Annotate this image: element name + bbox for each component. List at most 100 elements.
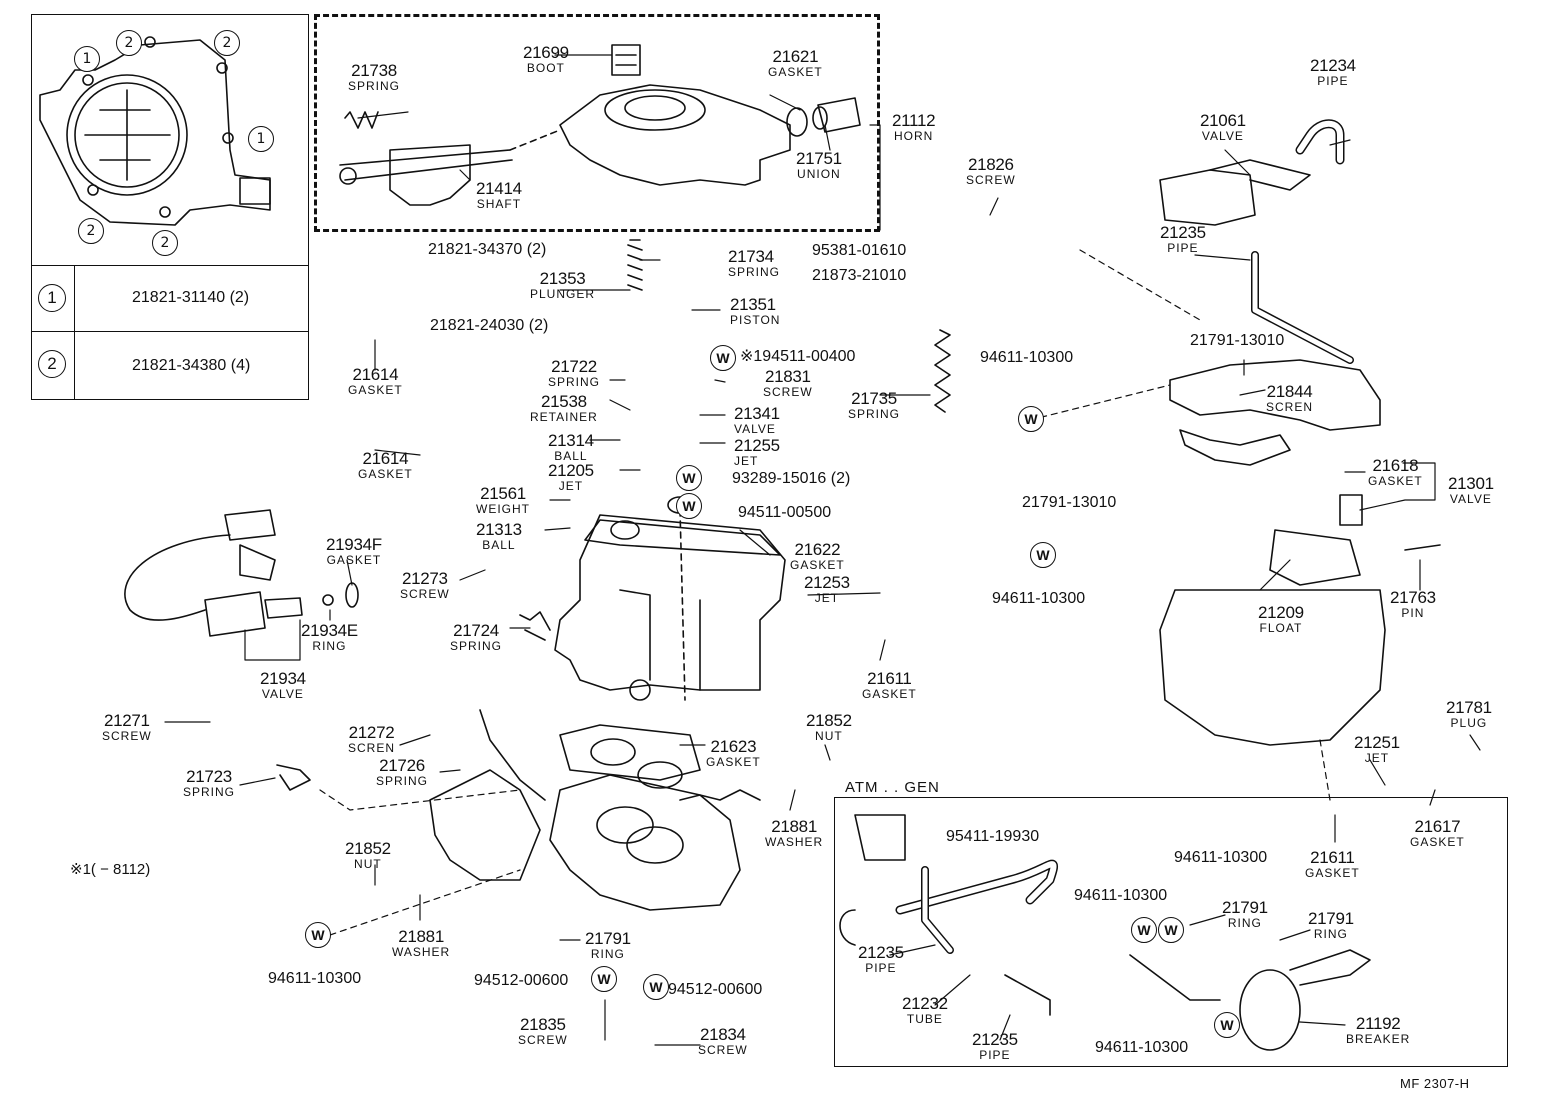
w-marker-94611-d: W: [1131, 917, 1157, 943]
part-number: 21351: [730, 295, 776, 314]
throttle-body-drawing: [429, 709, 741, 911]
part-name: NUT: [815, 729, 843, 743]
part-number: 21724: [453, 621, 499, 640]
part-name: PISTON: [730, 313, 781, 327]
part-number: 21255: [734, 436, 780, 455]
part-number: 21722: [551, 357, 597, 376]
part-number: 21763: [1390, 588, 1436, 607]
part-name: PLUG: [1450, 716, 1488, 730]
part-number: 21538: [541, 392, 587, 411]
part-name: SCREW: [698, 1043, 748, 1057]
part-number: 21061: [1200, 111, 1246, 130]
part-number: 21623: [710, 737, 757, 756]
part-number: 21271: [103, 711, 150, 730]
w-marker-94611-c: W: [305, 922, 331, 948]
part-name: UNION: [797, 167, 841, 181]
part-name: SCREN: [1266, 400, 1314, 414]
flange-key-2b: 2: [214, 30, 240, 56]
part-number: 21561: [480, 484, 526, 503]
part-name: JET: [558, 479, 584, 493]
part-callout-21873-21010: 21873-21010: [812, 267, 907, 284]
part-name: HORN: [893, 129, 934, 143]
legend-row-1-text: 21821-31140 (2): [132, 289, 250, 306]
part-number: 21934E: [301, 621, 358, 640]
w-marker-94511-00500: W: [676, 493, 702, 519]
legend-row-1: 1 21821-31140 (2): [32, 265, 308, 399]
legend-row-2-text: 21821-34380 (4): [132, 357, 251, 374]
part-name: SPRING: [728, 265, 781, 279]
part-name: PIPE: [1317, 74, 1349, 88]
part-name: VALVE: [1201, 129, 1244, 143]
flange-key-1a: 1: [74, 46, 100, 72]
part-name: SPRING: [348, 79, 401, 93]
footnote: ※1( − 8112): [70, 861, 151, 878]
part-callout-94611-10300: 94611-10300: [1074, 887, 1168, 904]
part-number: 21251: [1354, 733, 1400, 752]
part-name: SCREW: [518, 1033, 568, 1047]
part-number: 21844: [1266, 382, 1313, 401]
flange-key-2d: 2: [152, 230, 178, 256]
part-name: SPRING: [450, 639, 503, 653]
part-number: 21232: [902, 994, 948, 1013]
part-number: 21826: [967, 155, 1014, 174]
part-callout-94611-10300: 94611-10300: [1174, 849, 1268, 866]
part-number: 21112: [892, 111, 936, 130]
flange-key-1b: 1: [248, 126, 274, 152]
part-name: PIPE: [865, 961, 897, 975]
part-name: GASKET: [790, 558, 845, 572]
part-name: GASKET: [862, 687, 917, 701]
part-callout-95411-19930: 95411-19930: [946, 828, 1040, 845]
part-callout-21821-343702: 21821-34370 (2): [428, 241, 547, 258]
part-number: 21831: [764, 367, 811, 386]
springs-drawing: [276, 239, 951, 801]
legend-inset-box: 1 21821-31140 (2) 2 21821-34380 (4): [31, 14, 309, 400]
part-name: RING: [590, 947, 625, 961]
part-name: GASKET: [358, 467, 413, 481]
part-number: 21341: [734, 404, 780, 423]
legend-row-2: 2 21821-34380 (4): [32, 331, 308, 398]
part-number: 21414: [476, 179, 522, 198]
w-marker-94611-f: W: [1214, 1012, 1240, 1038]
part-number: 21301: [1448, 474, 1494, 493]
part-number: 21934: [260, 669, 306, 688]
part-name: JET: [734, 454, 759, 468]
part-number: 21235: [858, 943, 904, 962]
part-name: GASKET: [326, 553, 382, 567]
part-number: 21209: [1258, 603, 1304, 622]
part-number: 21738: [351, 61, 397, 80]
flange-key-2c: 2: [78, 218, 104, 244]
flange-drawing: [39, 36, 271, 226]
part-number: 21723: [186, 767, 232, 786]
part-name: BREAKER: [1346, 1032, 1411, 1046]
part-name: RING: [312, 639, 347, 653]
part-number: 21734: [728, 247, 774, 266]
part-callout-21791-13010: 21791-13010: [1022, 494, 1117, 511]
part-name: FLOAT: [1259, 621, 1303, 635]
w-marker-94611-a: W: [1018, 406, 1044, 432]
part-name: GASKET: [1305, 866, 1360, 880]
